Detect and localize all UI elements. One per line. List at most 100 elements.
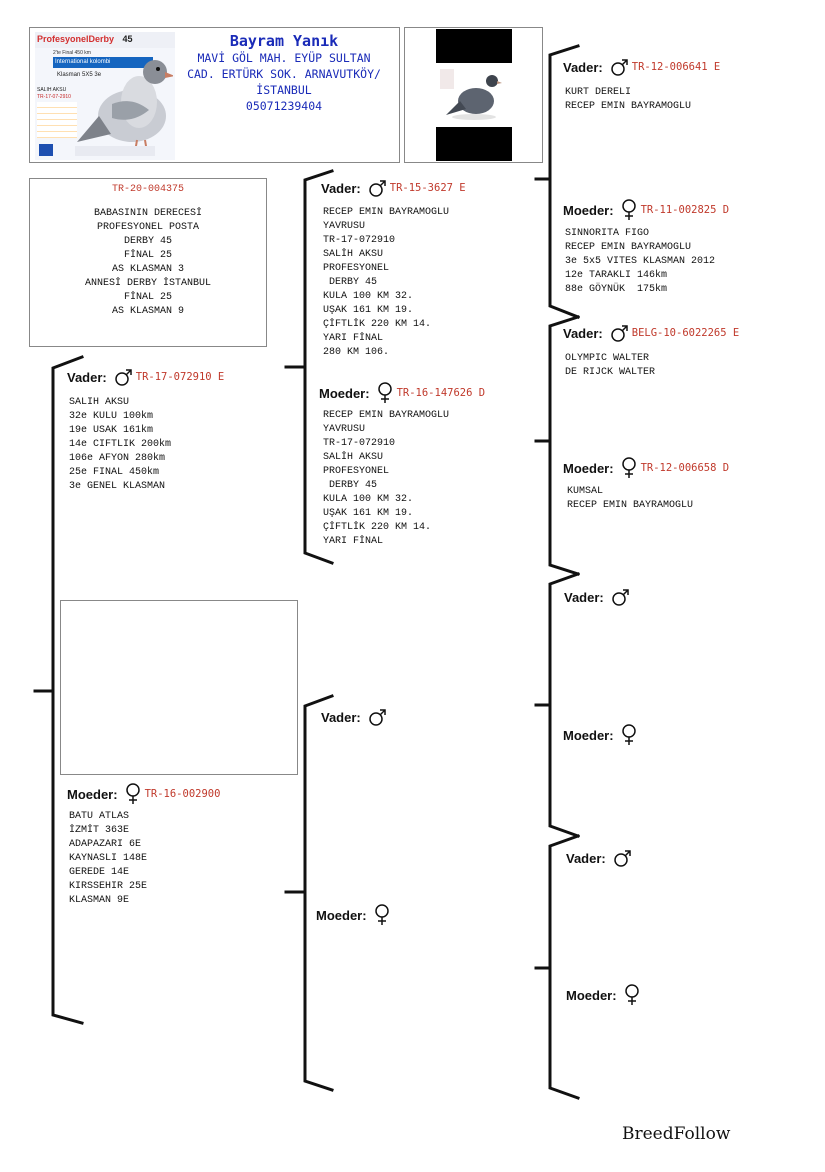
- sire-header: Vader: TR-17-072910 E: [67, 368, 224, 386]
- flyer-left-ring: TR-17-07-2910: [37, 94, 71, 100]
- sss-header: Vader: TR-12-006641 E: [563, 58, 720, 76]
- sire-notes: SALIH AKSU 32e KULU 100km 19e USAK 161km…: [69, 396, 171, 494]
- sire-note: 25e FINAL 450km: [69, 467, 160, 478]
- mother-label: Moeder:: [563, 460, 614, 476]
- dam-note: KLASMAN 9E: [69, 895, 130, 906]
- sd-note: UŞAK 161 KM 19.: [323, 508, 414, 519]
- flyer-graphic: ProfesyonelDerby 45 2'te Final 450 km In…: [35, 32, 175, 160]
- father-label: Vader:: [564, 589, 604, 605]
- mother-label: Moeder:: [566, 987, 617, 1003]
- sd-note: DERBY 45: [323, 480, 378, 491]
- pigeon-photo-icon: [440, 69, 502, 120]
- ss-note: ÇİFTLİK 220 KM 14.: [323, 319, 432, 330]
- ddd-header: Moeder:: [566, 984, 640, 1006]
- dam-note: KIRSSEHIR 25E: [69, 881, 148, 892]
- sd-note: YARI FİNAL: [323, 536, 384, 547]
- subject-note: FİNAL 25: [123, 250, 172, 261]
- subject-note: DERBY 45: [123, 236, 172, 247]
- ssd-ring: TR-11-002825 D: [640, 204, 730, 216]
- sire-note: 19e USAK 161km: [69, 425, 154, 436]
- ss-ring: TR-15-3627 E: [389, 182, 466, 194]
- owner-name: Bayram Yanık: [229, 32, 339, 50]
- ss-note: TR-17-072910: [323, 235, 396, 246]
- mother-label: Moeder:: [563, 202, 614, 218]
- sds-note: DE RIJCK WALTER: [565, 367, 656, 378]
- male-icon: [614, 850, 631, 867]
- sdd-note: RECEP EMIN BAYRAMOGLU: [567, 500, 694, 511]
- father-label: Vader:: [563, 59, 603, 75]
- race-flyer-image: ProfesyonelDerby 45 2'te Final 450 km In…: [29, 27, 400, 163]
- male-icon: [369, 709, 386, 726]
- ssd-header: Moeder: TR-11-002825 D: [563, 199, 729, 221]
- sire-note: 3e GENEL KLASMAN: [69, 481, 166, 492]
- dsd-header: Moeder:: [563, 724, 637, 746]
- ss-note: YAVRUSU: [323, 221, 366, 232]
- sd-notes: RECEP EMIN BAYRAMOGLU YAVRUSU TR-17-0729…: [323, 409, 449, 549]
- father-label: Vader:: [321, 180, 361, 196]
- ss-notes: RECEP EMIN BAYRAMOGLU YAVRUSU TR-17-0729…: [323, 206, 449, 360]
- dam-note: GEREDE 14E: [69, 867, 130, 878]
- pigeon-icon: [77, 60, 173, 153]
- flyer-line3: Klasman 5X5 3e: [57, 72, 102, 78]
- sire-note: 14e CIFTLIK 200km: [69, 439, 172, 450]
- dam-note: KAYNASLI 148E: [69, 853, 148, 864]
- flyer-header: [35, 32, 175, 48]
- dam-note: BATU ATLAS: [69, 811, 130, 822]
- sire-note: 106e AFYON 280km: [69, 453, 166, 464]
- subject-ring: TR-20-004375: [111, 184, 184, 195]
- ss-note: RECEP EMIN BAYRAMOGLU: [323, 207, 450, 218]
- sdd-notes: KUMSAL RECEP EMIN BAYRAMOGLU: [567, 485, 693, 513]
- male-icon: [369, 180, 386, 197]
- owner-phone: 05071239404: [245, 99, 323, 113]
- ds-header: Vader:: [321, 708, 386, 726]
- mother-label: Moeder:: [67, 786, 118, 802]
- male-icon: [612, 589, 629, 606]
- sds-note: OLYMPIC WALTER: [565, 353, 650, 364]
- sds-notes: OLYMPIC WALTER DE RIJCK WALTER: [565, 352, 655, 380]
- mother-label: Moeder:: [316, 907, 367, 923]
- dam-note: ADAPAZARI 6E: [69, 839, 142, 850]
- dam-note: İZMİT 363E: [69, 825, 130, 836]
- dds-header: Vader:: [566, 849, 631, 867]
- ss-note: SALİH AKSU: [323, 249, 384, 260]
- ss-note: YARI FİNAL: [323, 333, 384, 344]
- flyer-brand: ProfesyonelDerby: [37, 34, 115, 44]
- flyer-banner: [53, 57, 153, 68]
- sss-ring: TR-12-006641 E: [631, 61, 721, 73]
- female-icon: [621, 199, 636, 220]
- sd-note: KULA 100 KM 32.: [323, 494, 414, 505]
- dam-header: Moeder: TR-16-002900: [67, 783, 220, 805]
- sss-note: RECEP EMIN BAYRAMOGLU: [565, 101, 692, 112]
- sd-note: RECEP EMIN BAYRAMOGLU: [323, 410, 450, 421]
- flyer-line2: International kolombi: [55, 59, 111, 65]
- sire-ring: TR-17-072910 E: [135, 371, 225, 383]
- subject-note: ANNESİ DERBY İSTANBUL: [84, 278, 212, 289]
- sss-note: KURT DERELI: [565, 87, 632, 98]
- father-label: Vader:: [566, 850, 606, 866]
- sdd-note: KUMSAL: [567, 486, 604, 497]
- male-icon: [611, 325, 628, 342]
- female-icon: [374, 904, 389, 925]
- father-label: Vader:: [321, 709, 361, 725]
- sd-note: TR-17-072910: [323, 438, 396, 449]
- flyer-number: 45: [122, 34, 133, 44]
- owner-address-line3: İSTANBUL: [256, 83, 312, 97]
- father-label: Vader:: [563, 325, 603, 341]
- male-icon: [611, 59, 628, 76]
- dss-header: Vader:: [564, 588, 629, 606]
- ss-header: Vader: TR-15-3627 E: [321, 179, 466, 197]
- dam-notes: BATU ATLAS İZMİT 363E ADAPAZARI 6E KAYNA…: [69, 810, 147, 908]
- sd-ring: TR-16-147626 D: [396, 387, 486, 399]
- male-icon: [115, 369, 132, 386]
- ss-note: UŞAK 161 KM 19.: [323, 305, 414, 316]
- subject-note: BABASININ DERECESİ: [93, 208, 203, 219]
- subject-note: FİNAL 25: [123, 292, 172, 303]
- subject-notes: BABASININ DERECESİ PROFESYONEL POSTA DER…: [30, 207, 266, 319]
- pigeon-photo: [404, 27, 543, 163]
- ssd-notes: SINNORITA FIGO RECEP EMIN BAYRAMOGLU 3e …: [565, 227, 715, 297]
- mother-label: Moeder:: [319, 385, 370, 401]
- sd-header: Moeder: TR-16-147626 D: [319, 382, 485, 404]
- sd-note: ÇİFTLİK 220 KM 14.: [323, 522, 432, 533]
- sd-note: PROFESYONEL: [323, 466, 390, 477]
